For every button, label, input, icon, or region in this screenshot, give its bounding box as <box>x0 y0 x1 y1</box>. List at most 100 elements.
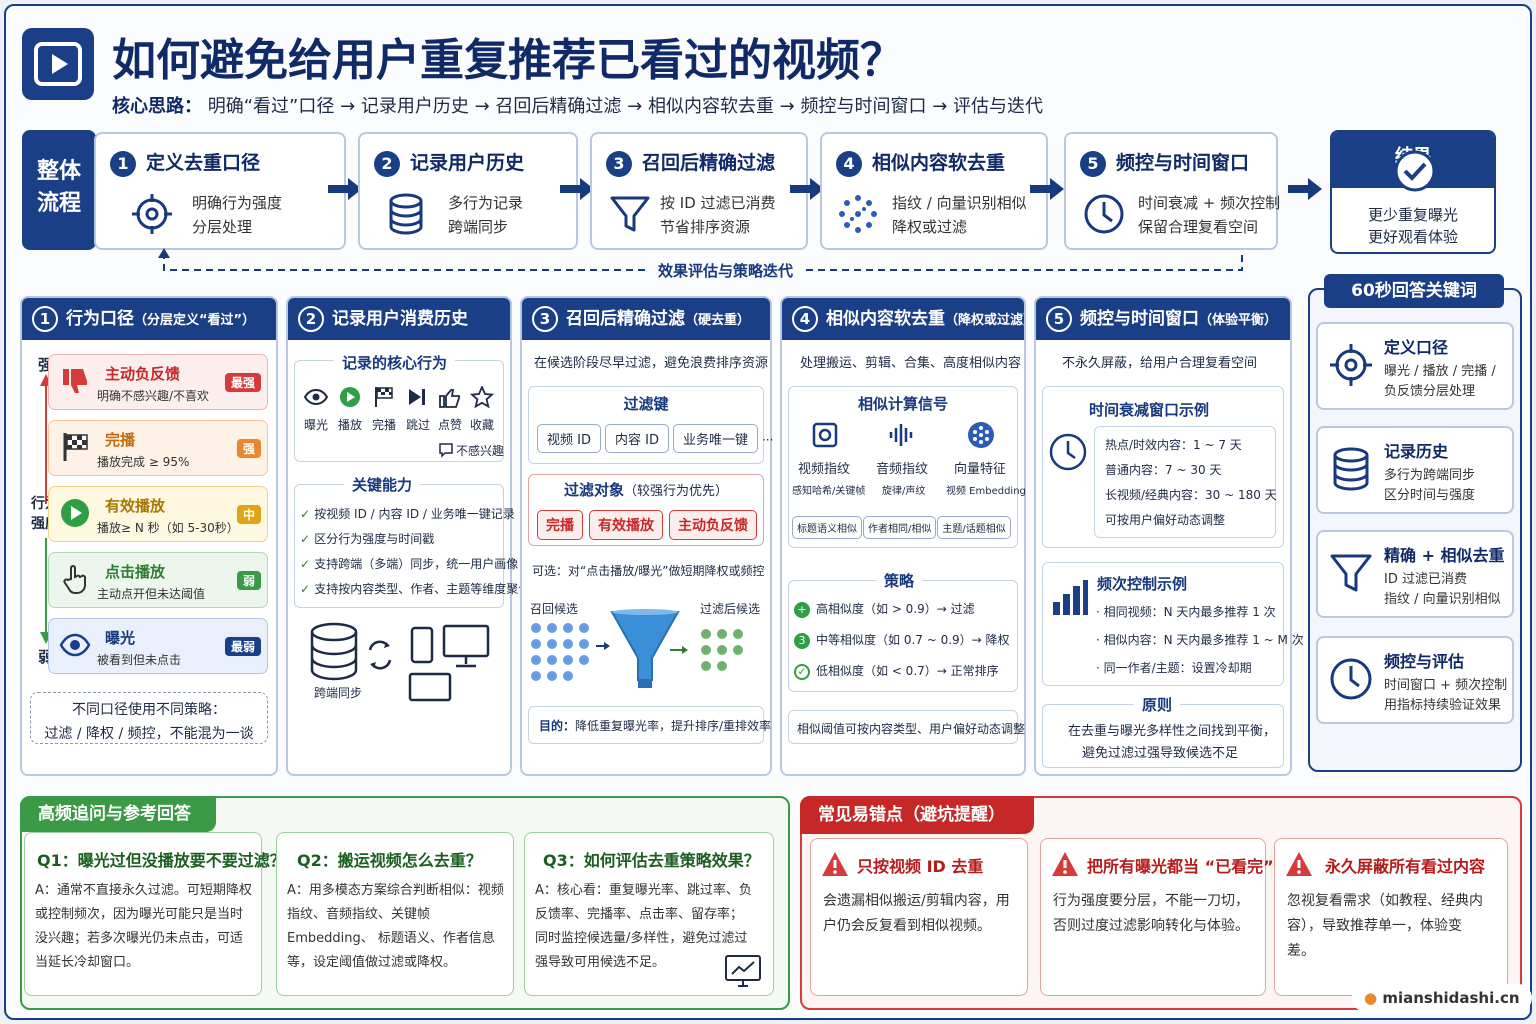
page-title: 如何避免给用户重复推荐已看过的视频？ <box>112 35 904 86</box>
filter-optional: 可选：对“点击播放/曝光”做短期降权或频控 <box>532 564 765 578</box>
qa-card: Q1：曝光过但没播放要不要过滤？A：通常不直接永久过滤。可短期降权或控制频次，因… <box>24 832 286 996</box>
clock-icon <box>1084 194 1124 234</box>
warning-icon <box>1052 852 1078 876</box>
frequency-desc: 不永久屏蔽，给用户合理复看空间 <box>1062 356 1258 371</box>
similarity-footer: 相似阈值可按内容类型、用户偏好动态调整 <box>788 710 1025 744</box>
before-label: 召回候选 <box>530 602 579 616</box>
bar-chart-icon <box>1053 580 1088 615</box>
principle-line: 在去重与曝光多样性之间找到平衡， <box>1068 724 1277 739</box>
key-chip: 内容 ID <box>604 424 669 453</box>
qa-title: 高频追问与参考回答 <box>20 796 216 832</box>
flow-arrow-icon <box>790 178 824 200</box>
funnel-icon <box>596 609 688 688</box>
eye-icon <box>304 388 328 406</box>
filter-desc: 在候选阶段尽早过滤，避免浪费排序资源 <box>534 356 769 371</box>
qa-card: Q2：搬运视频怎么去重？A：用多模态方案综合判断相似：视频指纹、音频指纹、关键帧… <box>276 832 514 996</box>
audio-wave-icon <box>889 424 913 446</box>
principle-title: 原则 <box>1134 694 1181 715</box>
watermark: ● mianshidashi.cn <box>1352 984 1532 1012</box>
qa-card: Q3：如何评估去重策略效果？A：核心看：重复曝光率、跳过率、负反馈率、完播率、点… <box>524 832 774 996</box>
strategy-rule: ✓低相似度（如 < 0.7）→ 正常排序 <box>794 662 999 680</box>
play-circle-icon <box>61 499 89 527</box>
behavior-note: 不同口径使用不同策略：过滤 / 降权 / 频控，不能混为一谈 <box>30 692 268 744</box>
finish-flag-icon <box>375 387 393 407</box>
flow-arrow-icon <box>560 178 594 200</box>
warning-icon <box>822 852 848 876</box>
after-label: 过滤后候选 <box>700 602 761 616</box>
star-icon <box>470 386 494 408</box>
signal-desc: 旋律/声纹 <box>882 486 926 497</box>
signal-title: 音频指纹 <box>876 462 929 477</box>
strategy-rule: +高相似度（如 > 0.9）→ 过滤 <box>794 600 975 618</box>
strategy-box <box>788 580 1018 692</box>
pitfall-card: 永久屏蔽所有看过内容忽视复看需求（如教程、经典内容），导致推荐单一，体验变差。 <box>1274 838 1508 996</box>
behavior-item: 完播播放完成 ≥ 95%强 <box>48 420 268 476</box>
frequency-box: 频次控制示例 <box>1042 562 1284 686</box>
candidate-dots-after <box>698 626 754 674</box>
key-abilities-box <box>294 484 504 608</box>
keyword-card: 记录历史多行为跨端同步区分时间与强度 <box>1316 426 1514 514</box>
clock-icon <box>1330 658 1372 700</box>
database-icon <box>1333 447 1369 491</box>
behavior-icon-label: 曝光 <box>304 418 329 432</box>
filter-target-box: 过滤对象（较强行为优先） 完播有效播放主动负反馈 <box>528 474 764 546</box>
flow-label: 整体流程 <box>22 130 96 250</box>
signal-desc: 视频 Embedding <box>946 486 1026 497</box>
target-chip: 完播 <box>537 510 583 540</box>
key-chip: 业务唯一键 <box>672 424 758 453</box>
flow-arrow-icon <box>328 178 362 200</box>
core-behaviors-title: 记录的核心行为 <box>334 352 456 373</box>
filter-icon <box>1330 554 1372 592</box>
filter-icon <box>610 196 650 232</box>
target-icon <box>132 194 172 234</box>
behavior-icon-label: 播放 <box>338 418 363 432</box>
trend-chart-icon <box>725 955 761 987</box>
pitfall-card: 把所有曝光都当 “已看完”行为强度要分层，不能一刀切，否则过度过滤影响转化与体验… <box>1040 838 1274 996</box>
database-icon <box>389 193 423 235</box>
filter-goal: 目的：降低重复曝光率，提升排序/重排效率 <box>528 706 771 744</box>
flow-result: 结果 更少重复曝光 更好观看体验 <box>1330 130 1496 254</box>
similar-chips: 标题语义相似作者相同/相似主题/话题相似 <box>792 516 1011 539</box>
pitfalls-title: 常见易错点（避坑提醒） <box>800 796 1034 834</box>
behavior-icon-label: 收藏 <box>470 418 495 432</box>
strategy-title: 策略 <box>876 570 923 591</box>
ability-list: ✓ 按视频 ID / 内容 ID / 业务唯一键记录 ✓ 区分行为强度与时间戳 … <box>300 507 531 596</box>
cross-device-sync-icon <box>310 622 490 702</box>
behavior-item: 点击播放主动点开但未达阈值弱 <box>48 552 268 608</box>
behavior-icon-label: 点赞 <box>438 418 463 432</box>
clock-icon <box>1049 433 1087 471</box>
core-behaviors-box <box>294 360 504 462</box>
flow-arrow-icon <box>1288 178 1322 200</box>
hand-pointer-icon <box>63 565 86 594</box>
behavior-item: 主动负反馈明确不感兴趣/不喜欢最强 <box>48 354 268 410</box>
key-abilities-title: 关键能力 <box>344 474 421 495</box>
behavior-item: 有效播放播放≥ N 秒（如 5-30秒）中 <box>48 486 268 542</box>
pitfall-card: 只按视频 ID 去重会遗漏相似搬运/剪辑内容，用户仍会反复看到相似视频。 <box>810 838 1028 996</box>
video-fingerprint-icon <box>812 422 838 448</box>
dislike-label: 不感兴趣 <box>456 444 505 458</box>
keyword-card: 定义口径曝光 / 播放 / 完播 /负反馈分层处理 <box>1316 322 1514 410</box>
target-icon <box>1330 344 1372 386</box>
frequency-list: · 相同视频：N 天内最多推荐 1 次· 相似内容：N 天内最多推荐 1 ~ M… <box>1096 605 1304 675</box>
sync-label: 跨端同步 <box>314 686 363 700</box>
keywords-title: 60秒回答关键词 <box>1324 274 1504 308</box>
eye-icon <box>59 633 91 657</box>
warning-icon <box>1286 852 1312 876</box>
similarity-dots-icon <box>839 195 877 233</box>
skip-icon <box>409 389 425 405</box>
thumbs-down-icon <box>63 369 87 393</box>
page-subtitle: 核心思路： 明确“看过”口径 → 记录用户历史 → 召回后精确过滤 → 相似内容… <box>112 96 1044 117</box>
target-chip: 有效播放 <box>589 510 663 540</box>
similarity-desc: 处理搬运、剪辑、合集、高度相似内容 <box>800 356 1022 371</box>
checkered-flag-icon <box>63 433 88 461</box>
decay-list: 热点/时效内容：1 ~ 7 天普通内容：7 ~ 30 天长视频/经典内容：30 … <box>1094 426 1277 538</box>
signal-desc: 感知哈希/关键帧 <box>792 486 866 497</box>
flow-arrow-icon <box>1030 178 1064 200</box>
thumbs-up-icon <box>439 389 460 408</box>
